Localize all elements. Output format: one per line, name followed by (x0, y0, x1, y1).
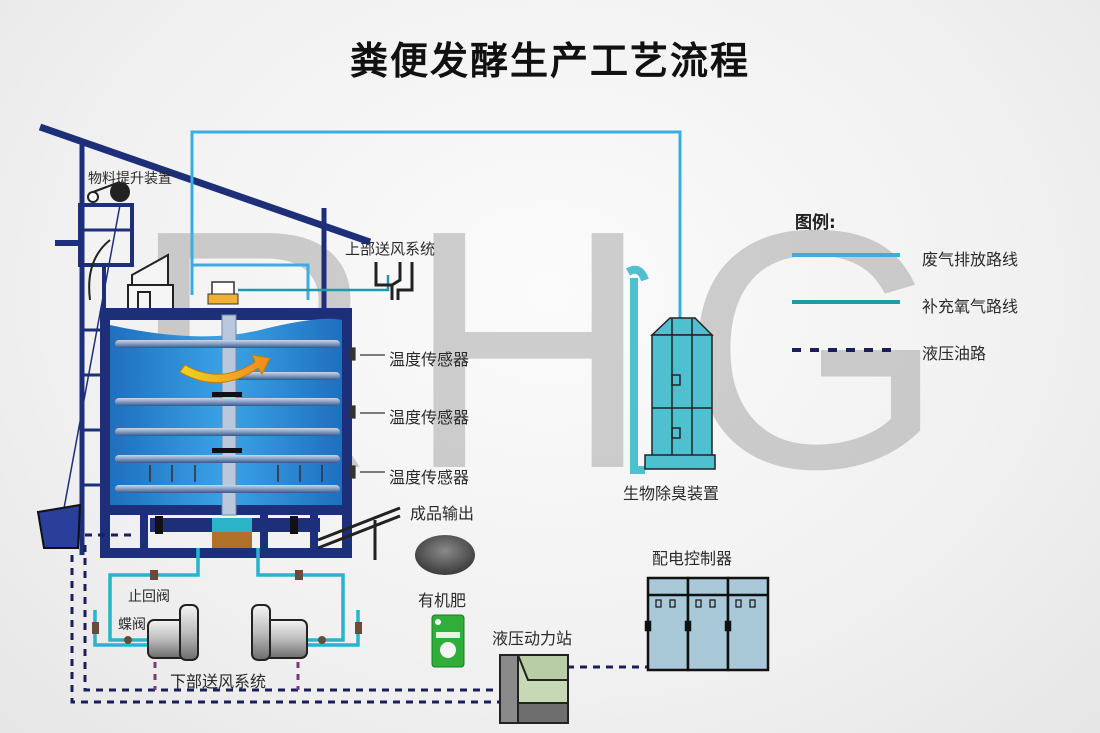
label-temp-sensor-1: 温度传感器 (389, 350, 470, 369)
label-butterfly-valve: 蝶阀 (118, 617, 146, 633)
collection-bucket (36, 503, 82, 549)
label-lower-air-supply: 下部送风系统 (170, 672, 267, 691)
feed-hopper (127, 253, 174, 311)
lower-air-pipes (93, 548, 360, 647)
pulley-icon (87, 181, 130, 203)
legend-heading: 图例: (795, 213, 836, 233)
label-material-lift: 物料提升装置 (88, 171, 172, 187)
upper-air-supply-unit (374, 262, 414, 300)
legend-swatches (792, 253, 900, 352)
oxygen-line (238, 275, 390, 292)
blower-right (251, 604, 308, 661)
label-product-output: 成品输出 (410, 504, 475, 523)
rotation-arrow-icon (179, 354, 271, 383)
fermentation-tank (100, 281, 352, 558)
valve-markers (92, 570, 362, 644)
label-power-controller: 配电控制器 (652, 549, 733, 568)
page-title: 粪便发酵生产工艺流程 (349, 39, 750, 83)
compost-pile (415, 535, 475, 575)
label-temp-sensor-2: 温度传感器 (389, 408, 470, 427)
legend-label-oxygen: 补充氧气路线 (922, 297, 1019, 316)
down-arrows (149, 465, 323, 482)
legend-label-exhaust: 废气排放路线 (922, 250, 1019, 269)
power-control-cabinets (644, 576, 770, 672)
fertilizer-bag-icon (431, 614, 465, 668)
output-conveyor (317, 506, 401, 560)
label-temp-sensor-3: 温度传感器 (389, 468, 470, 487)
label-upper-air-supply: 上部送风系统 (345, 240, 436, 258)
hydraulic-station-unit (499, 654, 569, 724)
legend-label-hydraulic: 液压油路 (922, 344, 987, 363)
blower-left (147, 604, 199, 661)
label-bio-deodorizer: 生物除臭装置 (623, 484, 720, 503)
exhaust-line (190, 130, 682, 320)
hydraulic-lines (70, 533, 648, 704)
bio-deodorizer-unit (625, 265, 716, 474)
temp-sensor-markers (349, 347, 385, 479)
discharge-screw (150, 516, 320, 548)
label-hydraulic-station: 液压动力站 (492, 629, 573, 648)
label-check-valve: 止回阀 (128, 589, 170, 605)
roof-structure (38, 123, 372, 310)
label-organic-fertilizer: 有机肥 (418, 591, 467, 610)
blower-hydraulic-marks (153, 662, 300, 690)
